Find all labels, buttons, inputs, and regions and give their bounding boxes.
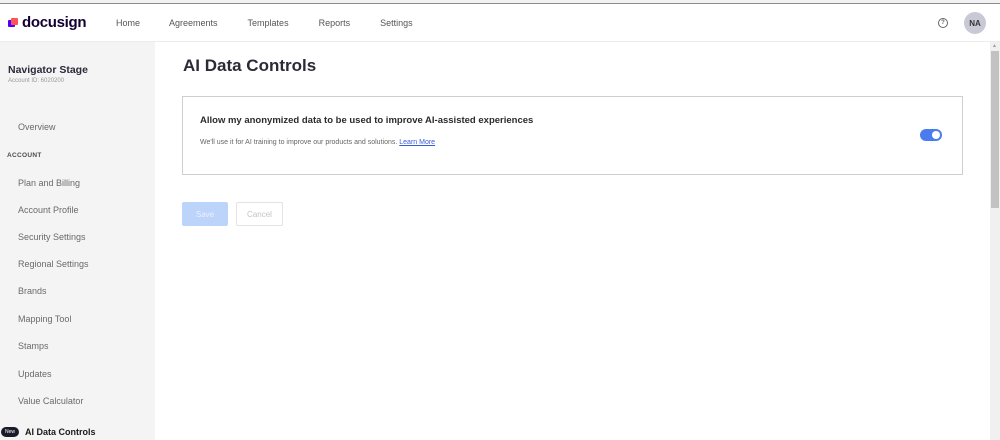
sidebar-item-value-calculator[interactable]: Value Calculator <box>18 396 84 406</box>
nav-home[interactable]: Home <box>116 17 141 28</box>
nav-agreements[interactable]: Agreements <box>169 17 218 28</box>
sidebar-item-stamps[interactable]: Stamps <box>18 341 49 351</box>
setting-title: Allow my anonymized data to be used to i… <box>200 115 534 126</box>
sidebar-item-overview[interactable]: Overview <box>18 122 56 132</box>
setting-description-text: We'll use it for AI training to improve … <box>200 139 398 146</box>
avatar[interactable]: NA <box>964 12 986 34</box>
nav-templates[interactable]: Templates <box>247 17 289 28</box>
sidebar-item-brands[interactable]: Brands <box>18 286 47 296</box>
sidebar-item-account-profile[interactable]: Account Profile <box>18 205 79 215</box>
scrollbar-thumb[interactable] <box>991 51 999 208</box>
cancel-button[interactable]: Cancel <box>236 202 283 226</box>
vertical-scrollbar[interactable]: ▲ <box>990 42 1000 440</box>
main-nav: Home Agreements Templates Reports Settin… <box>116 18 443 28</box>
ai-data-toggle[interactable] <box>920 129 942 141</box>
save-button[interactable]: Save <box>182 202 228 226</box>
account-id: Account ID: 6020200 <box>8 78 65 84</box>
window-top-strip <box>0 0 1000 4</box>
sidebar-item-security-settings[interactable]: Security Settings <box>18 232 86 242</box>
page-body: Navigator Stage Account ID: 6020200 Over… <box>0 42 1000 440</box>
ai-data-setting-card: Allow my anonymized data to be used to i… <box>182 96 963 175</box>
sidebar-item-ai-data-controls[interactable]: New AI Data Controls <box>0 427 96 437</box>
main-content: AI Data Controls Allow my anonymized dat… <box>155 42 1000 440</box>
sidebar-item-plan-and-billing[interactable]: Plan and Billing <box>18 178 81 188</box>
logo-text: docusign <box>22 14 87 31</box>
sidebar-item-updates[interactable]: Updates <box>18 369 52 379</box>
new-badge: New <box>1 427 20 437</box>
sidebar-section-account: ACCOUNT <box>7 152 42 159</box>
sidebar-item-regional-settings[interactable]: Regional Settings <box>18 259 89 269</box>
docusign-logo[interactable]: docusign <box>8 14 116 31</box>
page-title: AI Data Controls <box>183 56 317 75</box>
sidebar-item-label: AI Data Controls <box>25 427 96 437</box>
learn-more-link[interactable]: Learn More <box>399 139 436 146</box>
logo-mark-icon <box>8 17 18 28</box>
setting-description: We'll use it for AI training to improve … <box>200 139 435 146</box>
sidebar-item-mapping-tool[interactable]: Mapping Tool <box>18 314 72 324</box>
nav-reports[interactable]: Reports <box>318 17 351 28</box>
help-icon[interactable]: ? <box>938 18 948 28</box>
header-actions: ? NA <box>938 4 986 42</box>
sidebar: Navigator Stage Account ID: 6020200 Over… <box>0 42 155 440</box>
nav-settings[interactable]: Settings <box>380 17 413 28</box>
toggle-knob <box>932 131 940 139</box>
top-header: docusign Home Agreements Templates Repor… <box>0 4 1000 42</box>
scroll-up-arrow-icon[interactable]: ▲ <box>992 43 997 49</box>
account-name: Navigator Stage <box>8 64 88 76</box>
